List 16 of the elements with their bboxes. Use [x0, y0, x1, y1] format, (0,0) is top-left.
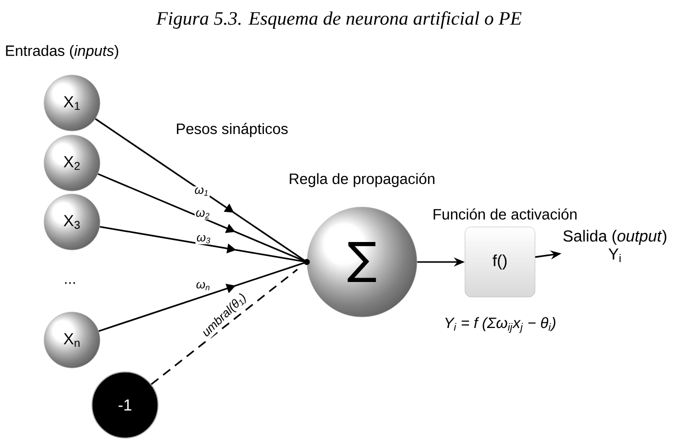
- activation-box: f(): [464, 226, 536, 298]
- caption-text: Función de activación: [434, 208, 577, 220]
- heading-text: Pesos sinápticos: [176, 122, 288, 138]
- edge-label: ω$_{n}$: [195, 280, 212, 292]
- caption-text: Regla de propagación: [290, 172, 434, 188]
- ellipsis-text: ...: [65, 282, 75, 284]
- heading-text: Entradas (inputs): [6, 45, 118, 59]
- arrow: [100, 226, 307, 263]
- edge-label: ω$_{3}$: [196, 234, 212, 244]
- output-label: Salida (output) Y$_{i}$: [563, 230, 666, 262]
- formula-text: Y$_{i}$ = f (Σω$_{ij}$x$_{j}$ − θ$_{i}$): [445, 317, 556, 333]
- figure-title: Figura 5.3. Esquema de neurona artificial o PE: [156, 11, 522, 29]
- edge-label: ω$_{2}$: [194, 209, 211, 220]
- arrow: [94, 118, 308, 263]
- edge-label: ω$_{1}$: [194, 186, 210, 197]
- arrow: [98, 261, 308, 332]
